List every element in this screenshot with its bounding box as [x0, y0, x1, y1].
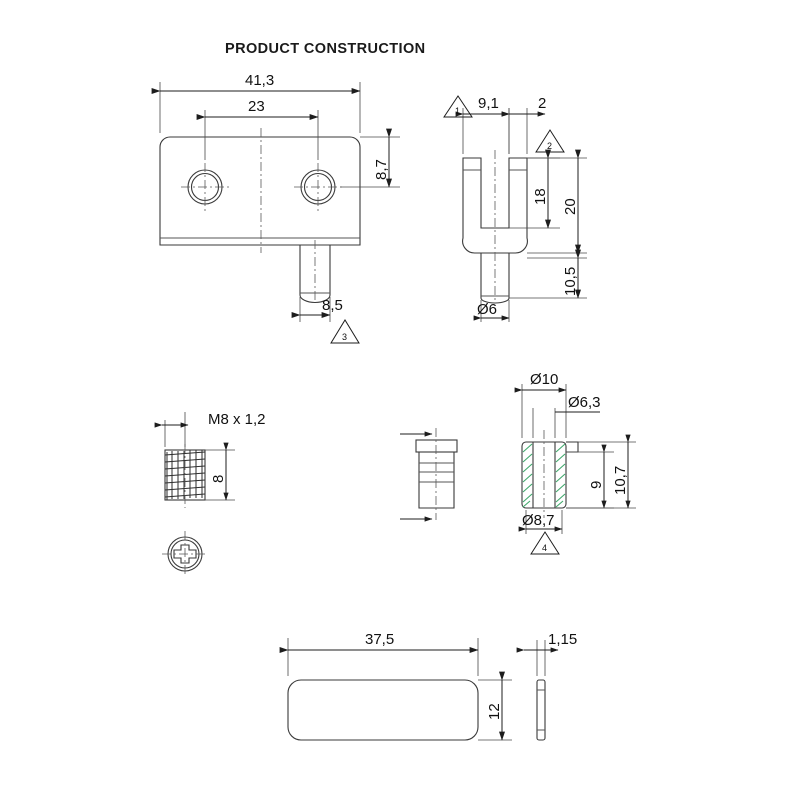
sleeve-thread-hatch [522, 443, 566, 508]
cross-slot-recess [173, 544, 197, 564]
dim-overall-length: 41,3 [245, 72, 274, 89]
view-sleeve: Ø10 Ø6,3 9 10,7 Ø8,7 4 [514, 371, 636, 555]
dim-hole-from-top: 8,7 [373, 159, 390, 180]
hole-1-centerlines [181, 163, 229, 211]
hole-2-centerlines [294, 163, 342, 211]
screw-head-centerlines [162, 531, 208, 577]
view-small-bush [400, 428, 458, 522]
dim-fork-height: 20 [562, 198, 579, 215]
dim-cover-length: 37,5 [365, 631, 394, 648]
balloon-4-label: 4 [542, 543, 547, 553]
dim-slot-width: 2 [538, 95, 546, 112]
cover-side-detail-lines [537, 689, 545, 731]
balloon-3-label: 3 [342, 332, 347, 342]
dim-hole-spacing: 23 [248, 98, 265, 115]
dim-thread-spec: M8 x 1,2 [208, 411, 266, 428]
balloon-4-triangle [530, 531, 560, 555]
sleeve-bore-walls [532, 442, 556, 508]
dim-sleeve-bore: Ø6,3 [568, 394, 601, 411]
bush-flange [415, 439, 458, 453]
dim-cover-thickness: 1,15 [548, 631, 577, 648]
view-bracket-plate: 41,3 23 8,7 8,5 3 [151, 72, 400, 344]
pin-outline [299, 245, 331, 304]
dim-pin-dia6: Ø6 [477, 301, 497, 318]
plate-outline [159, 136, 361, 246]
balloon-1-label: 1 [455, 106, 460, 116]
dim-bore-depth: 9 [588, 481, 605, 489]
dim-sleeve-flange-dia: Ø8,7 [522, 512, 555, 529]
view-screw-head [162, 531, 208, 577]
sleeve-flange-step [566, 441, 579, 453]
view-cover-plate-side: 1,15 [516, 631, 577, 741]
balloon-2-label: 2 [547, 141, 552, 151]
bush-body [418, 452, 455, 509]
view-threaded-insert: M8 x 1,2 8 [154, 411, 266, 508]
dim-thread-length: 8 [210, 475, 227, 483]
balloon-3-triangle [330, 319, 360, 344]
sleeve-outline [521, 441, 567, 509]
fork-outline [462, 157, 528, 254]
fork-pin-outline [480, 253, 510, 304]
page-title: PRODUCT CONSTRUCTION [225, 41, 426, 57]
dim-sleeve-length: 10,7 [612, 466, 629, 495]
balloon-1-triangle [443, 95, 473, 118]
dim-cover-height: 12 [486, 703, 503, 720]
dim-slot-depth: 18 [532, 188, 549, 205]
bush-knurl-lines [419, 462, 454, 483]
dim-sleeve-od: Ø10 [530, 371, 558, 388]
dim-pin-diameter: 8,5 [322, 297, 343, 314]
view-fork-bracket: 9,1 2 18 20 10,5 Ø6 1 2 [443, 95, 587, 322]
cover-plate-outline [287, 679, 479, 741]
dim-fork-offset: 9,1 [478, 95, 499, 112]
view-cover-plate: 37,5 12 [279, 631, 512, 741]
balloon-2-triangle [535, 129, 565, 153]
cover-side-outline [536, 679, 546, 741]
dim-pin-length: 10,5 [562, 267, 579, 296]
